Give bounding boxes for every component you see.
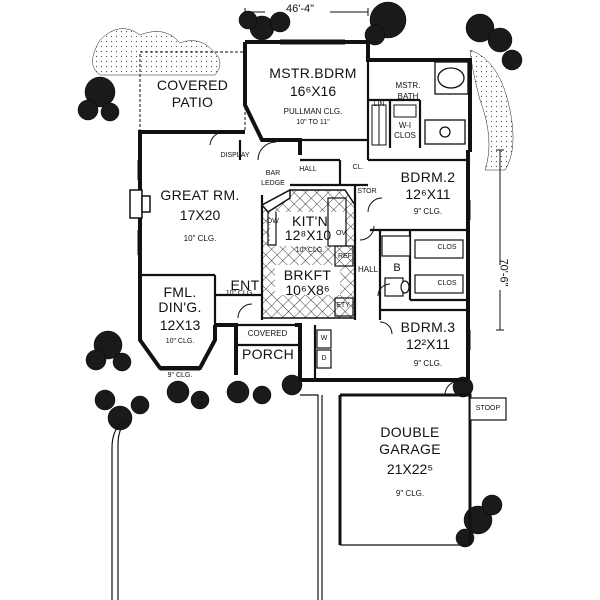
- breakfast-size: 10⁶X8⁶: [285, 282, 330, 298]
- master-bedroom-ceiling: PULLMAN CLG.: [283, 107, 343, 116]
- bedroom3-name: BDRM.3: [400, 319, 456, 335]
- family-dining-label: FML.: [163, 284, 197, 300]
- side-depth-dimension: 70'-6": [497, 258, 510, 287]
- family-dining-label-2: DIN'G.: [158, 299, 202, 315]
- master-bedroom-size: 16⁶X16: [289, 83, 337, 99]
- hall-bath-fixtures: [381, 235, 464, 297]
- bar-ledge-label: BAR: [265, 170, 281, 177]
- site-lines: [111, 394, 470, 600]
- covered-porch-label: COVERED: [247, 329, 288, 338]
- windows: [137, 39, 471, 371]
- master-bedroom-name: MSTR.BDRM: [269, 65, 357, 81]
- family-dining-bay-ceiling: 9" CLG.: [167, 372, 193, 379]
- garage-label: DOUBLE: [380, 424, 440, 440]
- door-swings: [209, 131, 460, 396]
- garage-label-2: GARAGE: [379, 441, 441, 457]
- family-dining-ceiling: 10" CLG.: [165, 338, 195, 345]
- washer-label: W: [320, 335, 328, 342]
- pantry-label: ETY: [336, 302, 350, 309]
- bedroom2-size: 12⁶X11: [405, 186, 451, 202]
- master-bedroom-ceiling-2: 10" TO 11": [296, 119, 330, 126]
- dishwasher-label: DW: [267, 218, 279, 225]
- refrigerator-label: REF: [338, 253, 352, 260]
- great-room-ceiling: 10" CLG.: [183, 234, 217, 243]
- family-dining-size: 12X13: [159, 317, 201, 333]
- laundry-appliances: [316, 329, 332, 369]
- wic-label-2: CLOS: [394, 131, 416, 140]
- closet-b-label: CLOS: [437, 280, 457, 287]
- bedroom2-name: BDRM.2: [400, 169, 456, 185]
- bar-ledge-label-2: LEDGE: [261, 180, 285, 187]
- great-room-size: 17X20: [179, 207, 221, 223]
- top-width-dimension: 46'-4": [285, 3, 315, 15]
- breakfast-name: BRKFT: [283, 267, 332, 283]
- entry-ceiling: 10" CLG.: [225, 290, 255, 297]
- linen-label: LIN: [373, 101, 385, 108]
- closet-a-label: CLOS: [437, 244, 457, 251]
- entry-label: ENT: [230, 277, 260, 293]
- covered-patio-label-2: PATIO: [171, 94, 214, 110]
- garage-walls: [338, 393, 507, 545]
- master-bath-label-2: BATH: [397, 92, 419, 101]
- kitchen-tile-floor: [260, 188, 356, 319]
- dryer-label: D: [321, 355, 327, 362]
- wic-shelving: [371, 104, 417, 146]
- wic-label: W-I: [398, 121, 412, 130]
- upper-hall-label: HALL: [299, 166, 317, 173]
- fireplace: [129, 189, 151, 219]
- display-label: DISPLAY: [220, 152, 250, 159]
- great-room-name: GREAT RM.: [160, 187, 240, 203]
- covered-patio-label: COVERED: [156, 77, 229, 93]
- oven-label: OV: [335, 230, 347, 237]
- covered-porch-label-2: PORCH: [241, 346, 295, 362]
- dimension-markers: [244, 8, 504, 331]
- kitchen-size: 12⁸X10: [284, 227, 332, 243]
- interior-walls: [140, 60, 468, 380]
- garage-ceiling: 9" CLG.: [395, 489, 425, 498]
- closet-label: CL.: [352, 164, 364, 171]
- master-tub: [424, 61, 469, 145]
- bedroom3-size: 12²X11: [405, 336, 451, 352]
- storage-label: STOR: [357, 188, 377, 195]
- bedroom2-ceiling: 9" CLG.: [413, 207, 443, 216]
- kitchen-ceiling: 10" CLG.: [295, 247, 325, 254]
- right-hall-label: HALL: [357, 265, 378, 274]
- hall-bath-label: B: [393, 262, 401, 274]
- exterior-walls: [138, 40, 472, 382]
- master-bath-label: MSTR.: [395, 81, 421, 90]
- garage-size: 21X22⁵: [386, 461, 434, 477]
- bedroom3-ceiling: 9" CLG.: [413, 359, 443, 368]
- kitchen-name: KIT'N: [291, 213, 329, 229]
- stoop-label: STOOP: [475, 405, 501, 412]
- kitchen-counters: [267, 197, 354, 317]
